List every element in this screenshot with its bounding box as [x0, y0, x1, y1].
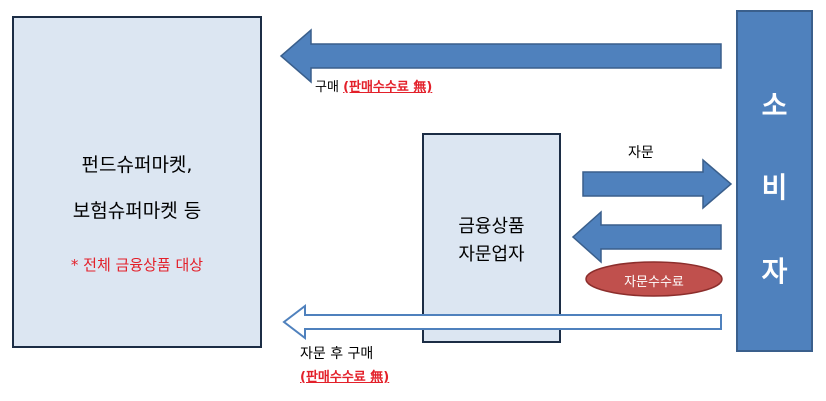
- purchase-label-bottom: 자문 후 구매: [300, 346, 374, 362]
- fee-badge-label: 자문수수료: [624, 275, 684, 290]
- consumer-char-1: 소: [761, 89, 788, 122]
- purchase-label-bottom-emph: (판매수수료 無): [300, 370, 390, 385]
- consumer-char-3: 자: [761, 255, 788, 288]
- supermarket-box: [12, 16, 262, 348]
- consumer-box: [736, 10, 813, 352]
- advisor-line1: 금융상품: [458, 216, 525, 237]
- purchase-label-top: 구매 (판매수수료 無): [315, 76, 432, 95]
- advisor-box: [422, 133, 561, 343]
- fee-badge-shape: [585, 261, 723, 297]
- advice-arrow: [582, 158, 733, 210]
- purchase-arrow-top: [279, 28, 722, 84]
- consumer-char-2: 비: [761, 171, 788, 204]
- purchase-label-top-emph: (판매수수료 無): [343, 80, 433, 95]
- advisor-line2: 자문업자: [458, 244, 525, 265]
- supermarket-line2: 보험슈퍼마켓 등: [72, 200, 202, 222]
- advice-label: 자문: [628, 145, 654, 161]
- supermarket-line1: 펀드슈퍼마켓,: [81, 154, 193, 176]
- fee-arrow: [571, 210, 722, 264]
- purchase-arrow-bottom: [282, 303, 722, 341]
- purchase-label-top-prefix: 구매: [315, 80, 344, 95]
- supermarket-note: * 전체 금융상품 대상: [70, 256, 204, 274]
